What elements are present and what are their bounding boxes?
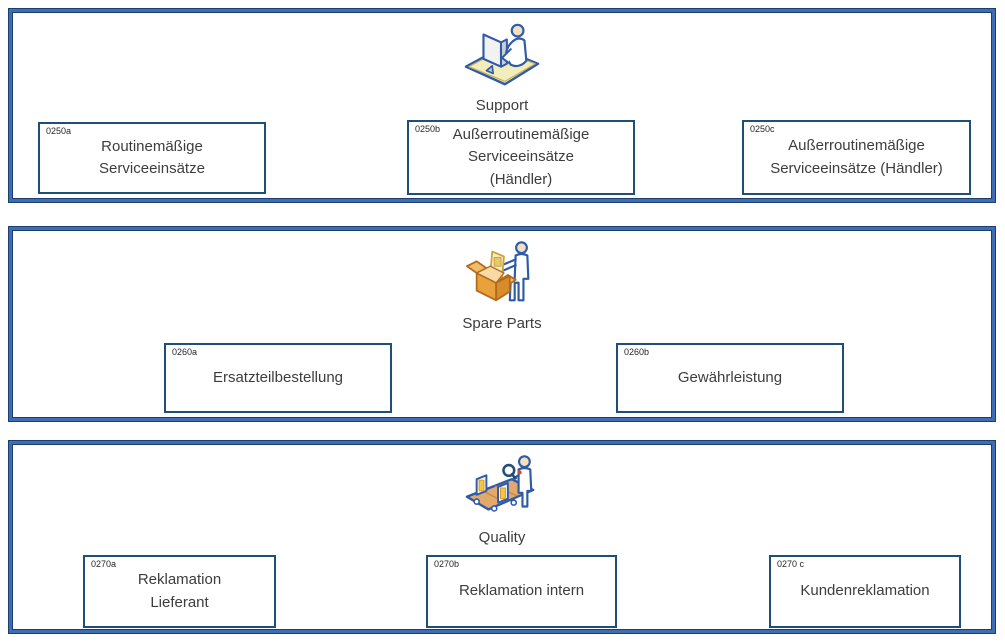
process-box-0270b[interactable]: 0270b Reklamation intern [426, 555, 617, 628]
support-person-at-computer-icon [463, 21, 541, 89]
process-label: Routinemäßige Serviceeinsätze [99, 137, 205, 178]
process-box-0260b[interactable]: 0260b Gewährleistung [616, 343, 844, 413]
process-code: 0260b [624, 347, 650, 357]
process-label: Außerroutinemäßige Serviceeinsätze (Händ… [770, 137, 943, 177]
process-code: 0270a [91, 559, 117, 569]
open-box-with-person-icon [463, 239, 541, 307]
process-label: Gewährleistung [677, 368, 783, 386]
process-label: Reklamation Lieferant [137, 571, 222, 611]
section-label-support: Support [475, 97, 529, 114]
section-panel-quality: Quality 0270a Reklamation Lieferant 0270… [8, 440, 996, 634]
process-box-0270a[interactable]: 0270a Reklamation Lieferant [83, 555, 276, 628]
section-label-spare-parts: Spare Parts [462, 315, 542, 332]
process-code: 0270b [434, 559, 460, 569]
process-box-0250b[interactable]: 0250b Außerroutinemäßige Serviceeinsätze… [407, 120, 635, 195]
process-label: Ersatzteilbestellung [212, 368, 344, 386]
process-code: 0250b [415, 124, 441, 134]
process-box-0250c[interactable]: 0250c Außerroutinemäßige Serviceeinsätze… [742, 120, 971, 195]
process-box-0270c[interactable]: 0270 c Kundenreklamation [769, 555, 961, 628]
process-box-0250a[interactable]: 0250a Routinemäßige Serviceeinsätze [38, 122, 266, 194]
process-code: 0250c [750, 124, 775, 134]
process-code: 0260a [172, 347, 198, 357]
inspection-magnifier-conveyor-icon [463, 453, 541, 521]
process-code: 0270 c [777, 559, 805, 569]
process-box-0260a[interactable]: 0260a Ersatzteilbestellung [164, 343, 392, 413]
section-label-quality: Quality [478, 529, 526, 546]
process-label: Reklamation intern [458, 582, 585, 600]
process-code: 0250a [46, 126, 72, 136]
process-label: Kundenreklamation [800, 582, 930, 600]
process-label: Außerroutinemäßige Serviceeinsätze (Händ… [452, 125, 590, 188]
section-panel-support: Support 0250a Routinemäßige Serviceeinsä… [8, 8, 996, 203]
section-panel-spare-parts: Spare Parts 0260a Ersatzteilbestellung 0… [8, 226, 996, 422]
